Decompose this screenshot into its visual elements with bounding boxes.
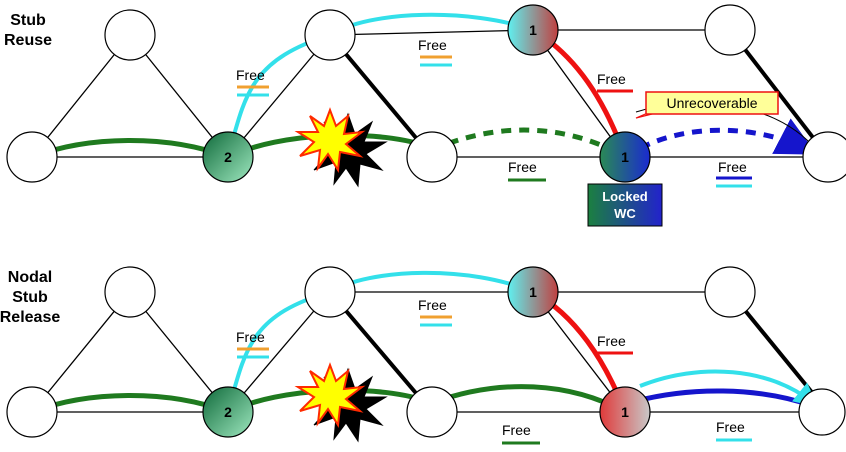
bottom-free-label-mid-link: Free	[502, 422, 531, 438]
top-links	[31, 29, 828, 158]
bottom-node-2	[202, 386, 254, 438]
top-node-lower-mid	[406, 131, 458, 183]
locked-wc-box: Locked WC	[587, 183, 663, 227]
top-blue-dashed-arrow	[623, 118, 817, 160]
top-node-left	[6, 131, 58, 183]
bottom-title-line-1: Nodal	[8, 269, 52, 286]
bottom-title-line-2: Stub	[12, 289, 48, 306]
bottom-title-line-3: Release	[0, 309, 60, 326]
top-panel: 2 1 1 Stub Reuse Free Free Free Free Fre…	[4, 4, 846, 227]
bottom-node-upper-mid	[304, 266, 356, 318]
bottom-cyan-arrow	[639, 369, 819, 408]
bottom-thick-link-left	[328, 290, 434, 414]
top-thick-link-left	[328, 33, 434, 159]
bottom-free-label-right-link: Free	[716, 419, 745, 435]
top-green-dashed-path	[430, 127, 627, 160]
bottom-node-right	[798, 388, 846, 436]
top-node-1-upper-label: 1	[529, 22, 537, 38]
bottom-node-1-upper	[507, 266, 559, 318]
top-title-line-1: Stub	[10, 12, 46, 29]
top-nodes	[6, 4, 846, 183]
bottom-failure-burst	[294, 362, 388, 443]
bottom-blue-path	[624, 388, 811, 408]
top-node-2	[202, 131, 254, 183]
top-node-right	[802, 131, 846, 183]
top-node-1-lower-label: 1	[621, 149, 629, 165]
bottom-free-label-red-link: Free	[597, 333, 626, 349]
top-node-apex	[104, 9, 156, 61]
unrecoverable-callout: Unrecoverable	[635, 91, 779, 119]
top-free-label-left-link: Free	[236, 67, 265, 83]
bottom-free-label-left-link: Free	[236, 329, 265, 345]
top-free-label-right-link: Free	[718, 159, 747, 175]
top-free-label-mid-link: Free	[508, 159, 537, 175]
top-failure-burst	[294, 107, 388, 188]
top-title-line-2: Reuse	[4, 32, 52, 49]
bottom-node-lower-mid	[406, 386, 458, 438]
bottom-node-apex	[104, 266, 156, 318]
unrecoverable-callout-text: Unrecoverable	[666, 95, 757, 111]
locked-wc-line-1: Locked	[602, 189, 648, 204]
bottom-free-label-top-link: Free	[418, 297, 447, 313]
top-free-label-red-link: Free	[597, 71, 626, 87]
top-node-2-label: 2	[224, 149, 232, 165]
bottom-node-upper-right	[704, 266, 756, 318]
bottom-node-left	[6, 386, 58, 438]
locked-wc-line-2: WC	[614, 206, 636, 221]
bottom-node-1-lower-label: 1	[621, 404, 629, 420]
bottom-nodes	[6, 266, 846, 438]
bottom-node-2-label: 2	[224, 404, 232, 420]
top-node-1-upper	[507, 4, 559, 56]
top-node-upper-right	[704, 4, 756, 56]
top-node-1-lower	[599, 131, 651, 183]
bottom-node-1-upper-label: 1	[529, 284, 537, 300]
bottom-panel: 2 1 1 Nodal Stub Release Free Free Free …	[0, 266, 846, 445]
top-node-upper-mid	[304, 9, 356, 61]
bottom-node-1-lower	[599, 386, 651, 438]
top-free-label-top-link: Free	[418, 37, 447, 53]
